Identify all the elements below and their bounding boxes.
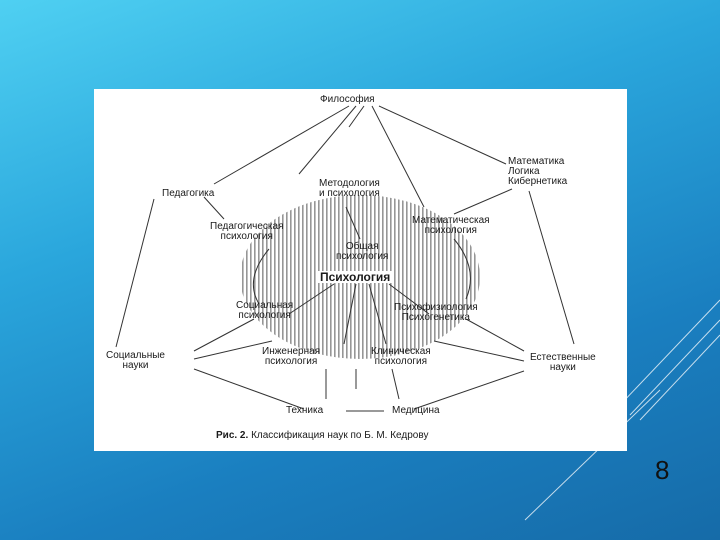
- node-clinical-psychology: Клиническая психология: [371, 346, 431, 367]
- node-philosophy: Философия: [320, 94, 375, 105]
- node-pedagogy: Педагогика: [162, 188, 215, 199]
- node-social-psychology: Социальная психология: [236, 300, 294, 321]
- figure-caption: Рис. 2. Классификация наук по Б. М. Кедр…: [216, 430, 428, 441]
- node-technology: Техника: [286, 405, 324, 416]
- node-medicine: Медицина: [392, 405, 440, 416]
- caption-prefix: Рис. 2.: [216, 430, 249, 441]
- node-methodology: Методология и психология: [319, 178, 380, 199]
- node-math-logic: Математика Логика Кибернетика: [508, 156, 568, 187]
- caption-text: Классификация наук по Б. М. Кедрову: [251, 430, 429, 441]
- node-psychophysiology: Психофизиология Психогенетика: [394, 302, 478, 323]
- node-natural-sciences: Естественные науки: [530, 352, 596, 373]
- page-number: 8: [655, 455, 670, 485]
- node-social-sciences: Социальные науки: [106, 350, 165, 371]
- node-mathematical-psychology: Математическая психология: [412, 215, 490, 236]
- node-engineering-psychology: Инженерная психология: [262, 346, 321, 367]
- node-general-psychology: Общая психология: [336, 241, 389, 262]
- classification-diagram: Философия Педагогика Методология и психо…: [94, 89, 627, 451]
- node-psychology: Психология: [318, 270, 393, 284]
- node-pedagogical-psychology: Педагогическая психология: [210, 221, 284, 242]
